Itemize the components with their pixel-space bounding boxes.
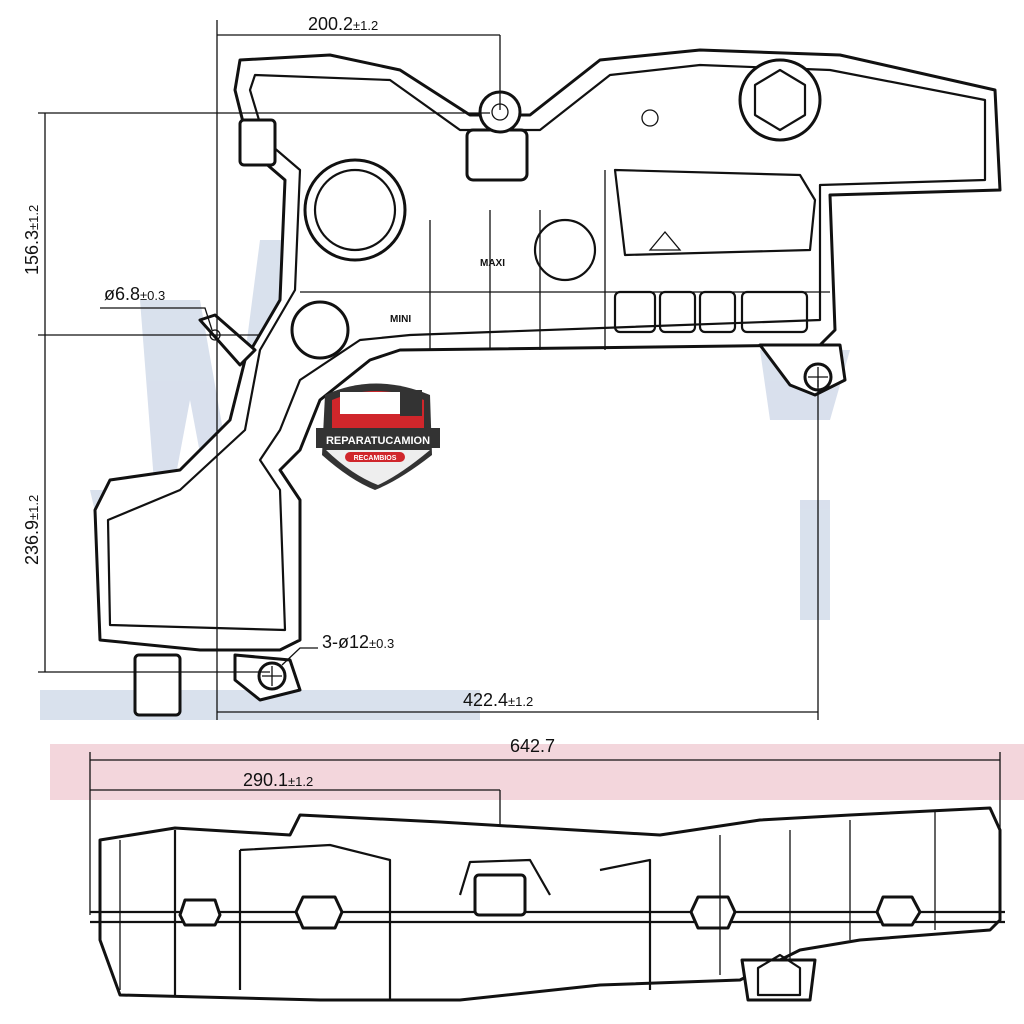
dim-cap-offset: 290.1±1.2 xyxy=(243,770,313,790)
dim-width-mount: 422.4±1.2 xyxy=(463,690,533,710)
dim-height-lower: 236.9±1.2 xyxy=(22,495,42,565)
dimension-lines xyxy=(38,20,1001,915)
tank-top-view: MAXI MINI xyxy=(93,48,1002,717)
dim-overall-length: 642.7 xyxy=(510,736,555,756)
dim-width-cap: 200.2±1.2 xyxy=(308,14,378,34)
tank-side-view xyxy=(90,806,1005,1002)
highlight-band xyxy=(50,744,1024,800)
min-marking: MINI xyxy=(390,314,411,325)
logo-name: REPARATUCAMION xyxy=(326,435,430,447)
reparatucamion-logo: REPARATUCAMION RECAMBIOS xyxy=(316,383,440,490)
logo-subtitle: RECAMBIOS xyxy=(354,455,397,462)
dim-mount-holes: 3-ø12±0.3 xyxy=(322,632,394,652)
dim-height-upper: 156.3±1.2 xyxy=(22,205,42,275)
max-marking: MAXI xyxy=(480,258,505,269)
dim-hole-small: ø6.8±0.3 xyxy=(104,284,165,304)
